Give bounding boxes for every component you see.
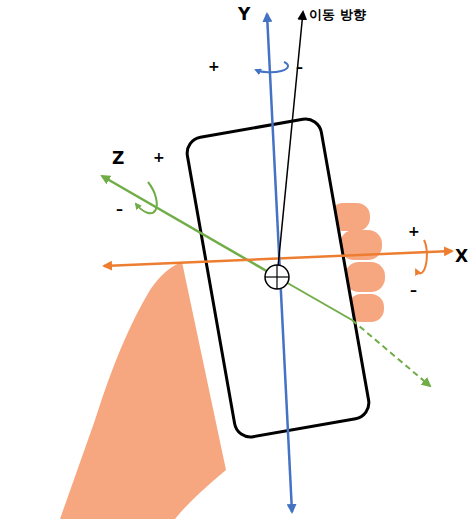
rotation-sign: + xyxy=(153,150,165,164)
x-rotation-arrow xyxy=(416,240,427,273)
z-axis-front xyxy=(277,277,352,320)
rotation-sign: – xyxy=(296,60,303,74)
center-point xyxy=(265,265,289,289)
axis-name: Y xyxy=(238,6,250,23)
center-cross xyxy=(276,265,277,289)
phone-body xyxy=(185,117,372,440)
rotation-sign: + xyxy=(208,59,220,73)
hand-palm xyxy=(60,262,226,519)
z-rotation-arrow xyxy=(136,182,157,213)
z-axis-dashed xyxy=(352,320,430,386)
movement-arrow xyxy=(277,12,303,277)
rotation-sign: + xyxy=(408,224,420,238)
axis-name: X xyxy=(455,248,468,265)
rotation-sign: – xyxy=(116,202,123,216)
y-rotation-arrow xyxy=(256,62,288,72)
axis-name: Z xyxy=(112,150,124,167)
y-axis xyxy=(267,14,292,512)
direction-label: 이동 방향 xyxy=(309,8,366,21)
rotation-sign: – xyxy=(410,283,417,297)
